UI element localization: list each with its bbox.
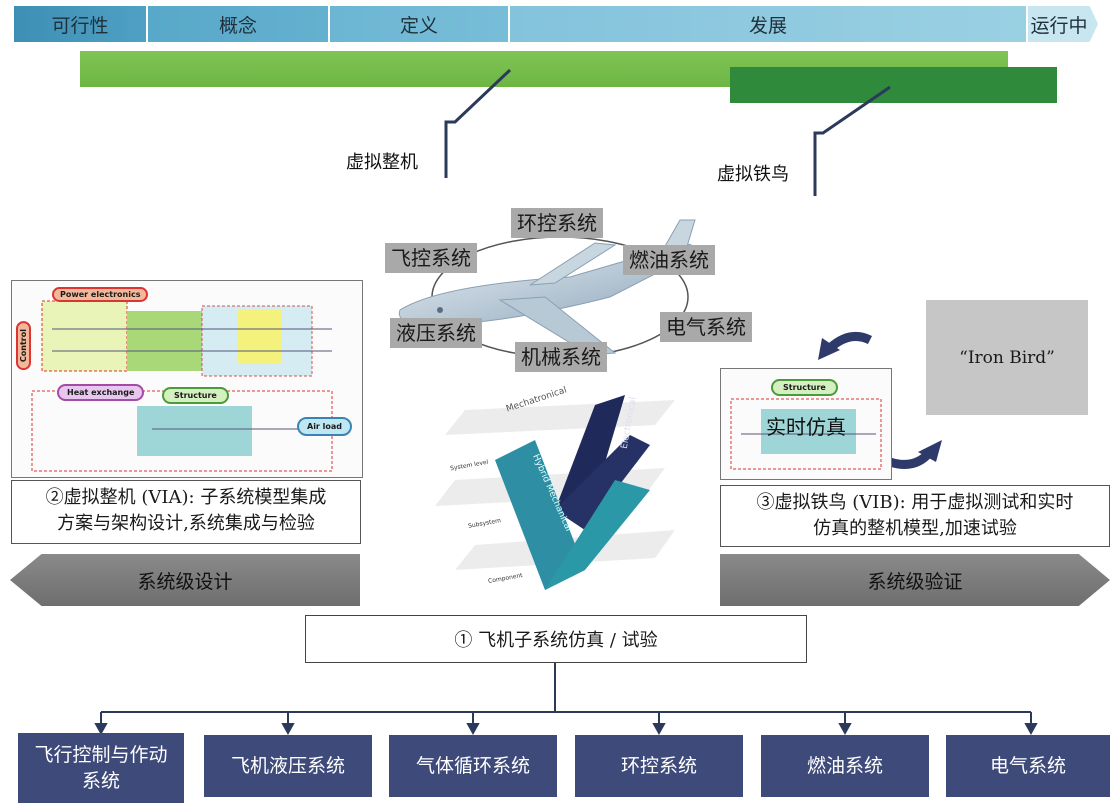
system-label-flight-control: 飞控系统 bbox=[385, 243, 477, 273]
subsystem-simulation-label: ① 飞机子系统仿真 / 试验 bbox=[454, 630, 658, 651]
vib-caption-line2: 仿真的整机模型,加速试验 bbox=[813, 518, 1017, 539]
phase-feasibility: 可行性 bbox=[14, 6, 146, 42]
system-label-electrical: 电气系统 bbox=[660, 312, 752, 342]
system-label-hydraulic: 液压系统 bbox=[390, 318, 482, 348]
box-flight-control-actuation: 飞行控制与作动系统 bbox=[18, 733, 184, 803]
phase-development: 发展 bbox=[510, 6, 1026, 42]
box-electrical: 电气系统 bbox=[946, 735, 1110, 797]
box-env-control-label: 环控系统 bbox=[620, 755, 697, 777]
realtime-label: 实时仿真 bbox=[766, 415, 846, 439]
box-flight-control-line1: 飞行控制与作动 bbox=[34, 744, 168, 766]
box-hydraulic: 飞机液压系统 bbox=[204, 735, 372, 797]
subsystem-simulation-box: ① 飞机子系统仿真 / 试验 bbox=[305, 615, 807, 663]
system-verification-arrow: 系统级验证 bbox=[720, 554, 1110, 606]
box-flight-control-line2: 系统 bbox=[81, 770, 120, 792]
system-label-fuel: 燃油系统 bbox=[623, 245, 715, 275]
vib-schematic: Structure 实时仿真 bbox=[720, 368, 892, 480]
system-design-arrow: 系统级设计 bbox=[10, 554, 360, 606]
structure-tag: Structure bbox=[162, 387, 229, 404]
system-verification-label: 系统级验证 bbox=[867, 570, 963, 593]
iron-bird-box: “Iron Bird” bbox=[926, 300, 1088, 415]
box-air-cycle: 气体循环系统 bbox=[389, 735, 557, 797]
v-model-illustration bbox=[435, 395, 675, 590]
vib-caption: ③虚拟铁鸟 (VIB): 用于虚拟测试和实时 仿真的整机模型,加速试验 bbox=[720, 485, 1110, 547]
phase-operation: 运行中 bbox=[1028, 6, 1098, 42]
box-electrical-label: 电气系统 bbox=[989, 755, 1066, 777]
curve-arrow-head-left bbox=[818, 338, 840, 360]
iron-bird-label: “Iron Bird” bbox=[959, 347, 1055, 368]
virtual-aircraft-label: 虚拟整机 bbox=[346, 152, 418, 173]
system-label-mechanical: 机械系统 bbox=[515, 342, 607, 372]
power-electronics-tag: Power electronics bbox=[52, 287, 149, 302]
via-schematic: Power electronics Control Heat exchange … bbox=[11, 280, 363, 478]
heat-exchange-tag: Heat exchange bbox=[57, 384, 145, 401]
phase-concept: 概念 bbox=[148, 6, 328, 42]
phase-definition: 定义 bbox=[330, 6, 508, 42]
via-caption: ②虚拟整机 (VIA): 子系统模型集成 方案与架构设计,系统集成与检验 bbox=[11, 480, 361, 544]
box-hydraulic-label: 飞机液压系统 bbox=[230, 755, 345, 777]
system-label-env-control: 环控系统 bbox=[511, 208, 603, 238]
via-caption-line2: 方案与架构设计,系统集成与检验 bbox=[57, 513, 315, 534]
virtual-ironbird-bar bbox=[730, 67, 1057, 103]
via-caption-line1: ②虚拟整机 (VIA): 子系统模型集成 bbox=[45, 487, 327, 508]
box-fuel-label: 燃油系统 bbox=[806, 755, 883, 777]
box-air-cycle-label: 气体循环系统 bbox=[415, 755, 530, 777]
vib-structure-tag: Structure bbox=[771, 379, 838, 396]
vib-caption-line1: ③虚拟铁鸟 (VIB): 用于虚拟测试和实时 bbox=[756, 492, 1074, 513]
box-env-control: 环控系统 bbox=[575, 735, 743, 797]
box-fuel: 燃油系统 bbox=[761, 735, 929, 797]
system-design-label: 系统级设计 bbox=[137, 570, 233, 593]
air-load-tag: Air load bbox=[297, 417, 353, 436]
virtual-ironbird-label: 虚拟铁鸟 bbox=[717, 164, 789, 185]
